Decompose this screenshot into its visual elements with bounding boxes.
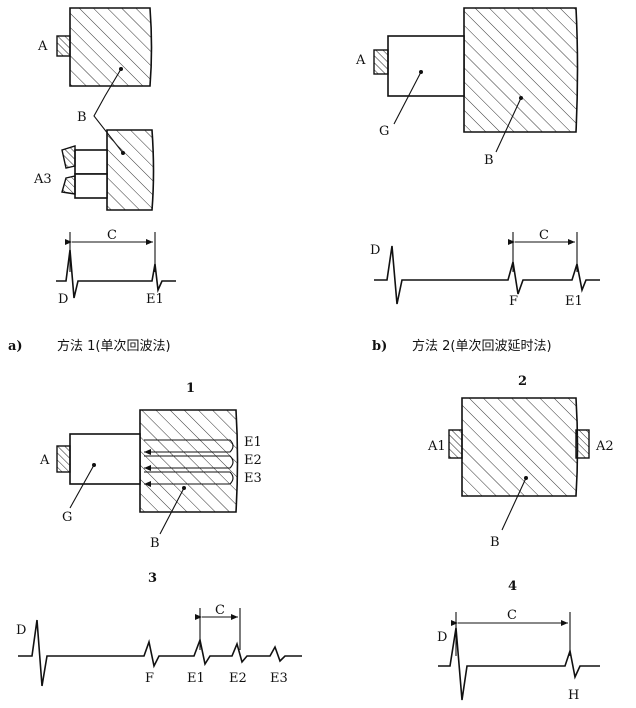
- label-a: A: [39, 453, 50, 468]
- figure-number-4: 4: [508, 579, 517, 594]
- figure-2-assembly: A1 A2 B: [427, 397, 614, 550]
- label-b: B: [77, 110, 87, 125]
- label-c: C: [215, 603, 225, 618]
- label-a2: A2: [595, 439, 614, 454]
- label-e1: E1: [244, 435, 262, 450]
- label-f: F: [145, 671, 154, 686]
- caption-b: b) 方法 2(单次回波延时法): [372, 338, 552, 354]
- caption-a-text: 方法 1(单次回波法): [57, 338, 171, 354]
- panel-b-assembly: A G B: [355, 7, 579, 168]
- caption-b-text: 方法 2(单次回波延时法): [412, 338, 552, 354]
- label-b: B: [150, 536, 160, 551]
- label-b: B: [484, 153, 494, 168]
- label-h: H: [568, 688, 579, 703]
- label-g: G: [379, 124, 389, 139]
- label-f: F: [509, 294, 518, 309]
- label-d: D: [370, 243, 380, 258]
- label-a3: A3: [33, 172, 52, 187]
- label-c: C: [107, 228, 117, 243]
- panel-a-lower-block: A3: [33, 129, 155, 211]
- label-e1: E1: [146, 292, 164, 307]
- label-e3: E3: [244, 471, 262, 486]
- caption-a: a) 方法 1(单次回波法): [8, 338, 171, 354]
- label-d: D: [58, 292, 68, 307]
- panel-a-waveform: C D E1: [56, 228, 176, 307]
- label-e2: E2: [244, 453, 262, 468]
- label-c: C: [539, 228, 549, 243]
- panel-b-waveform: C D F E1: [370, 228, 600, 309]
- panel-a-upper-block: A: [37, 7, 153, 87]
- figure-number-3: 3: [148, 571, 157, 586]
- figure-3-waveform: C D F E1 E2 E3: [16, 603, 302, 687]
- label-d: D: [16, 623, 26, 638]
- caption-b-letter: b): [372, 339, 387, 354]
- label-a: A: [355, 53, 366, 68]
- label-c: C: [507, 608, 517, 623]
- label-a1: A1: [427, 439, 446, 454]
- label-e3: E3: [270, 671, 288, 686]
- label-e1: E1: [187, 671, 205, 686]
- label-d: D: [437, 630, 447, 645]
- label-a: A: [37, 39, 48, 54]
- label-e1: E1: [565, 294, 583, 309]
- label-b: B: [490, 535, 500, 550]
- figure-number-1: 1: [186, 381, 195, 396]
- figure-1-assembly: A G B E1 E2 E3: [39, 409, 262, 551]
- label-g: G: [62, 510, 72, 525]
- label-e2: E2: [229, 671, 247, 686]
- figure-number-2: 2: [518, 374, 527, 389]
- figure-4-waveform: C D H: [437, 608, 600, 703]
- caption-a-letter: a): [8, 339, 23, 354]
